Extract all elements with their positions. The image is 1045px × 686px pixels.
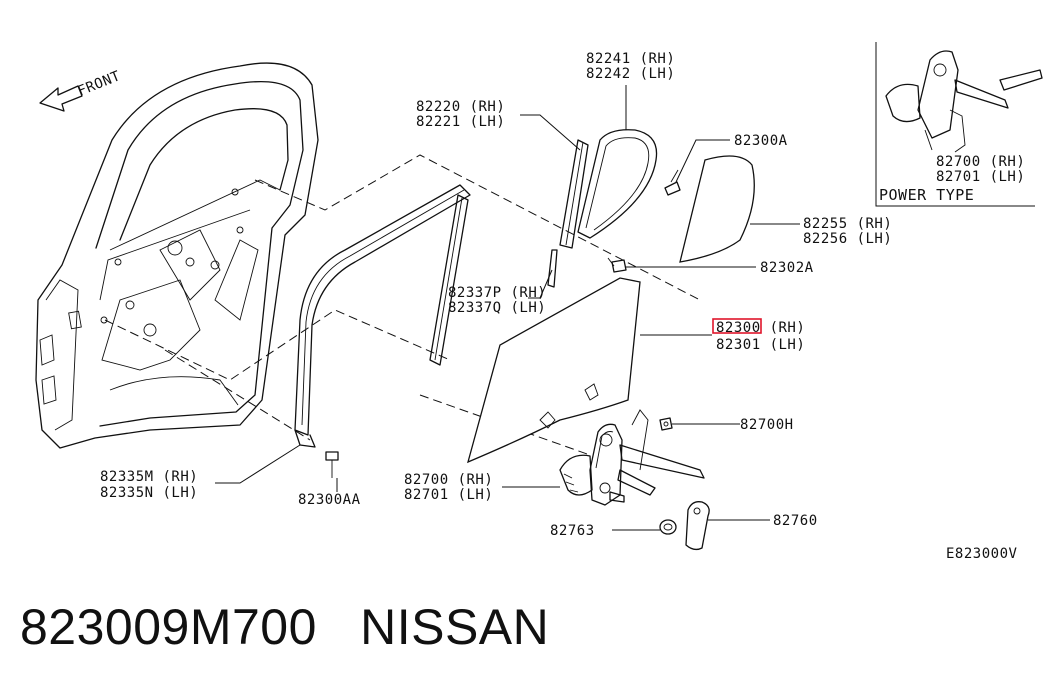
label-82300aa: 82300AA [298,492,361,508]
window-regulator [559,409,705,506]
bolt-82700h-icon [659,417,673,431]
label-82301: 82301 (LH) [716,337,805,353]
label-82221: 82221 (LH) [416,114,505,130]
label-82300a: 82300A [734,133,788,149]
callout-labels: 82241 (RH) 82242 (LH) 82220 (RH) 82221 (… [100,51,1025,562]
power-type-inset [875,42,1043,207]
part-footer: 823009M700 NISSAN [20,598,549,656]
label-82255: 82255 (RH) [803,216,892,232]
label-82760: 82760 [773,513,818,529]
bolt-82302a-icon [607,257,627,273]
screw-82300a-icon [664,169,681,196]
highlight-box [712,318,762,334]
division-channel [429,194,469,366]
glass-run [577,129,658,239]
label-82701: 82701 (LH) [404,487,493,503]
partition-sash [559,139,589,249]
inset-label-82701: 82701 (LH) [936,169,1025,185]
label-82242: 82242 (LH) [586,66,675,82]
door-glass [467,277,641,464]
brand-name: NISSAN [360,599,550,655]
label-82241: 82241 (RH) [586,51,675,67]
inset-label-82700: 82700 (RH) [936,154,1025,170]
door-panel [35,62,319,449]
regulator-handle [685,501,710,551]
label-82256: 82256 (LH) [803,231,892,247]
label-82335m: 82335M (RH) [100,469,198,485]
label-82302a: 82302A [760,260,814,276]
inset-caption: POWER TYPE [879,186,974,204]
label-82700h: 82700H [740,417,794,433]
label-82700: 82700 (RH) [404,472,493,488]
washer-82763-icon [659,519,677,535]
label-82300: 82300 (RH) [716,320,805,336]
label-82337q: 82337Q (LH) [448,300,546,316]
leader-lines [215,85,800,531]
door-sash [294,184,471,448]
quarter-glass [679,155,755,263]
front-label: FRONT [76,68,123,100]
label-82220: 82220 (RH) [416,99,505,115]
drawing-code: E823000V [946,546,1018,562]
label-82763: 82763 [550,523,595,539]
channel-clip [547,249,558,288]
screw-82300aa-icon [325,451,339,478]
label-82335n: 82335N (LH) [100,485,198,501]
front-arrow-icon [39,85,83,112]
part-number: 823009M700 [20,599,317,655]
label-82337p: 82337P (RH) [448,285,546,301]
